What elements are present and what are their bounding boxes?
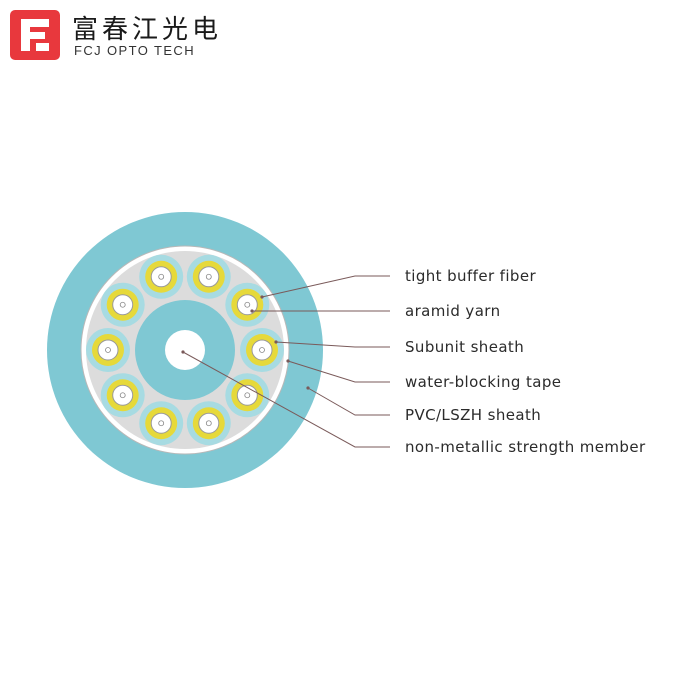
callout-non-metallic-strength-member: non-metallic strength member	[405, 438, 646, 456]
brand-logo: 富春江光电 FCJ OPTO TECH	[10, 10, 250, 64]
callout-aramid-yarn: aramid yarn	[405, 302, 501, 320]
fiber-core	[244, 301, 251, 308]
fiber-core	[244, 392, 251, 399]
logo-mark-icon	[10, 10, 60, 60]
callout-subunit-sheath: Subunit sheath	[405, 338, 524, 356]
fiber-core	[205, 273, 212, 280]
subunit	[139, 401, 184, 446]
subunit	[100, 373, 145, 418]
fiber-core	[205, 420, 212, 427]
leader-dot-subunit-sheath	[274, 340, 278, 344]
leader-dot-water-blocking-tape	[286, 359, 290, 363]
leader-dot-non-metallic-strength-member	[181, 350, 185, 354]
subunit-group	[86, 254, 284, 446]
leader-line-subunit-sheath	[275, 341, 390, 348]
brand-name-chinese: 富春江光电	[72, 15, 223, 45]
callout-water-blocking-tape: water-blocking tape	[405, 373, 561, 391]
leader-dot-tight-buffer-fiber	[260, 295, 264, 299]
leader-dot-aramid-yarn	[250, 309, 254, 313]
subunit	[100, 282, 145, 327]
subunit	[186, 401, 231, 446]
fiber-core	[119, 301, 126, 308]
subunit	[139, 254, 184, 299]
leader-line-tight-buffer-fiber	[261, 275, 390, 298]
subunit	[240, 328, 284, 372]
strength-member-core	[165, 330, 205, 370]
cable-cross-section	[47, 212, 323, 488]
subunit	[86, 328, 130, 372]
leader-line-non-metallic-strength-member	[182, 351, 390, 448]
fiber-core	[259, 347, 265, 353]
leader-line-pvc-lszh-sheath	[307, 387, 390, 416]
subunit	[225, 282, 270, 327]
leader-lines	[181, 275, 390, 448]
fiber-core	[158, 420, 165, 427]
fiber-core	[119, 392, 126, 399]
fiber-core	[158, 273, 165, 280]
subunit	[186, 254, 231, 299]
leader-dot-pvc-lszh-sheath	[306, 386, 310, 390]
callout-pvc-lszh-sheath: PVC/LSZH sheath	[405, 406, 541, 424]
leader-line-water-blocking-tape	[287, 360, 390, 383]
subunit	[225, 373, 270, 418]
brand-name-english: FCJ OPTO TECH	[74, 43, 196, 58]
fiber-core	[105, 347, 111, 353]
callout-tight-buffer-fiber: tight buffer fiber	[405, 267, 536, 285]
